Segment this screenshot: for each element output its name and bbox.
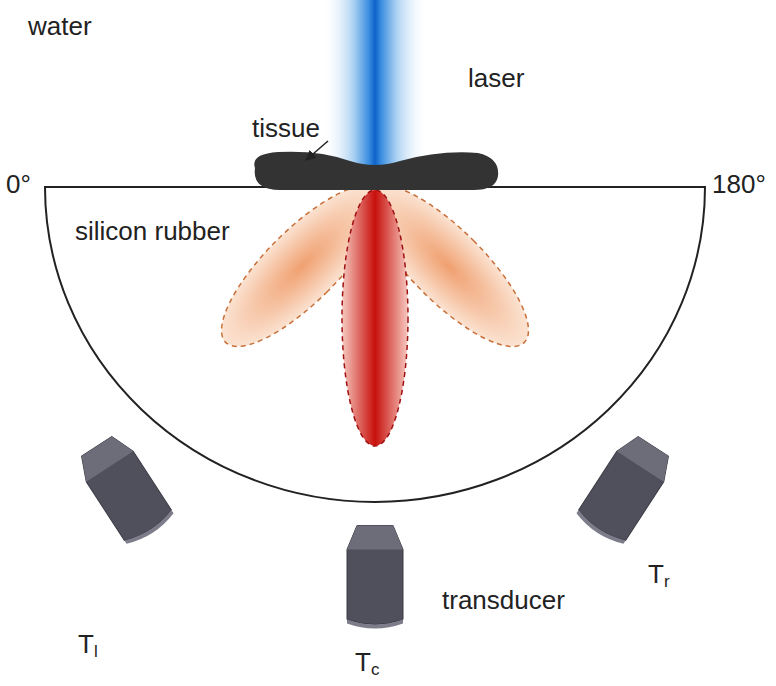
half-disk-outline	[45, 187, 705, 502]
angle-label: 180°	[712, 170, 766, 199]
transducer-label: Tl	[78, 630, 98, 659]
transducer-symbol	[320, 515, 430, 640]
main-lobe	[342, 190, 408, 446]
transducer-base	[574, 510, 626, 548]
laser-label: laser	[468, 64, 524, 93]
tissue-sample	[254, 152, 498, 190]
angle-label: 0°	[6, 170, 31, 199]
transducer-node: Tl	[60, 420, 190, 560]
transducer-label: Tc	[355, 648, 379, 677]
transducer-tip	[347, 526, 403, 550]
transducer-caption: transducer	[442, 586, 565, 615]
medium-label: water	[28, 12, 92, 41]
material-label: silicon rubber	[75, 217, 230, 246]
leader-line	[306, 141, 328, 160]
transducer-node: Tr	[560, 420, 690, 560]
transducer-symbol	[560, 420, 690, 560]
transducer-label: Tr	[648, 560, 670, 589]
transducer-tip	[73, 431, 133, 482]
transducer-base	[124, 510, 176, 548]
transducer-tip	[617, 431, 677, 482]
transducer-base	[347, 620, 403, 629]
laser-beam	[322, 0, 428, 168]
tissue-label: tissue	[252, 114, 320, 143]
transducer-node: Tc	[320, 515, 430, 640]
transducer-body	[347, 526, 403, 625]
transducer-symbol	[60, 420, 190, 560]
